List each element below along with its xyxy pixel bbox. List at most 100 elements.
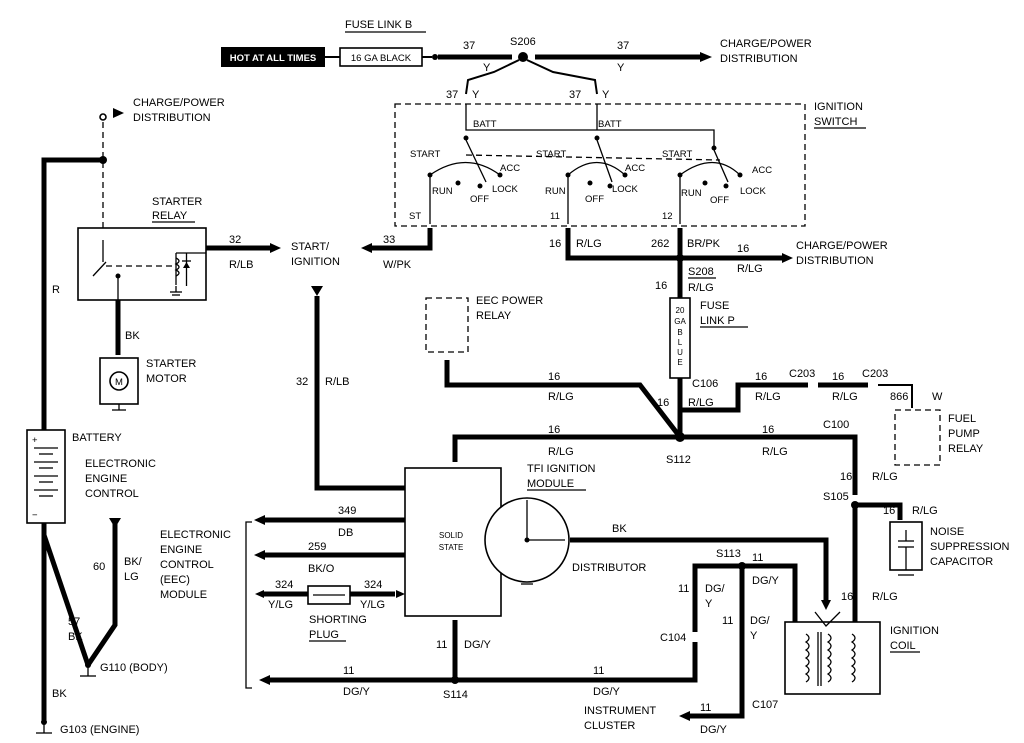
battery-label: BATTERY — [72, 432, 122, 444]
gauge-char: 20 — [676, 306, 685, 315]
wire-16-c100 — [680, 434, 858, 495]
wire-60-arrow — [109, 518, 121, 528]
ign-coil-label-2: COIL — [890, 640, 916, 652]
fuse-p-label-2: LINK P — [700, 315, 735, 327]
eec-side-label-3: CONTROL — [85, 488, 139, 500]
wire-label: 37 — [617, 40, 629, 52]
starter-relay — [77, 227, 207, 301]
distributor-center — [524, 537, 530, 543]
wire-label: 11 — [700, 702, 711, 714]
wire-label: 16 — [549, 238, 561, 250]
cluster-label-1: INSTRUMENT — [584, 705, 656, 717]
wire-32b-arrow — [311, 286, 323, 296]
wire-label: 16 — [883, 505, 895, 517]
wire-bk-coil-arrow — [821, 600, 831, 610]
s105-label: S105 — [823, 491, 849, 503]
wire-16-eec-relay — [444, 360, 682, 439]
wire-32-label: 32 — [229, 234, 241, 246]
gauge-char: U — [677, 348, 683, 357]
distributor-label: DISTRIBUTOR — [572, 562, 646, 574]
wire-label: Y/LG — [268, 599, 293, 611]
st-label: ST — [409, 211, 421, 222]
wire-bk-low-label: BK — [52, 688, 67, 700]
wire-label: 11 — [722, 615, 733, 627]
c203-label-1: C203 — [789, 368, 815, 380]
wire-rlb-label: R/LB — [229, 259, 253, 271]
wire-11-bottom-arrow — [259, 675, 270, 685]
solid-label-2: STATE — [439, 543, 464, 552]
eec-side-label-1: ELECTRONIC — [85, 458, 156, 470]
wire-label: 37 — [446, 89, 458, 101]
batt-label: BATT — [473, 119, 497, 130]
wire-label: Y — [602, 89, 610, 101]
cluster-label-2: CLUSTER — [584, 720, 635, 732]
run-label: RUN — [432, 186, 453, 197]
s114-splice — [451, 676, 459, 684]
wire-16-s112-eec — [452, 434, 680, 462]
s113-label: S113 — [716, 548, 741, 560]
wire-33-wpk — [372, 228, 433, 251]
motor-symbol — [109, 371, 129, 391]
eec-module-line2: ENGINE — [160, 544, 202, 556]
switch-link — [465, 154, 721, 161]
wire-label: 349 — [338, 505, 356, 517]
wire-label: 16 — [832, 371, 844, 383]
charge-mid-line2: DISTRIBUTION — [796, 255, 874, 267]
wire-label: BK/O — [308, 563, 335, 575]
starter-relay-internals — [92, 240, 206, 300]
coil-windings — [804, 611, 856, 686]
wire-32b-rlb — [314, 296, 405, 491]
noise-label-3: CAPACITOR — [930, 556, 993, 568]
wire-label: 16 — [548, 371, 560, 383]
gauge-char: B — [677, 328, 682, 337]
wire-324-right-arrow — [396, 590, 405, 598]
s114-label: S114 — [443, 689, 468, 701]
wire-wpk-label: W/PK — [383, 259, 412, 271]
wire-cluster-arrow — [679, 711, 690, 721]
wire-866-w — [878, 384, 913, 408]
wire-rlb2-label: R/LB — [325, 376, 349, 388]
s208-label: S208 — [688, 266, 714, 278]
ign-coil-label-1: IGNITION — [890, 625, 939, 637]
start-label: START — [662, 149, 692, 160]
wire-label: 262 — [651, 238, 669, 250]
acc-label: ACC — [752, 165, 772, 176]
left-charge-node — [99, 113, 107, 121]
c107-label: C107 — [752, 699, 778, 711]
wire-label: DG/ — [750, 615, 771, 627]
wire-label: DG/ — [705, 583, 726, 595]
wire-label: DG/Y — [700, 724, 728, 736]
g103-label: G103 (ENGINE) — [60, 724, 139, 736]
left-charge-line2: DISTRIBUTION — [133, 112, 211, 124]
starter-relay-label-1: STARTER — [152, 196, 202, 208]
wire-57-bk — [41, 534, 91, 666]
run-label: RUN — [681, 188, 702, 199]
wire-label: 11 — [593, 665, 604, 677]
gauge-char: E — [677, 358, 682, 367]
wire-259-arrow — [254, 550, 265, 560]
wire-label: BR/PK — [687, 238, 721, 250]
fuel-relay-label-2: PUMP — [948, 428, 980, 440]
wire-label: 37 — [569, 89, 581, 101]
fuel-relay-label-1: FUEL — [948, 413, 976, 425]
fuel-relay-label-3: RELAY — [948, 443, 984, 455]
noise-label-1: NOISE — [930, 526, 964, 538]
fuse-link-b-label: FUSE LINK B — [345, 19, 412, 31]
wire-32-arrow — [270, 243, 281, 253]
ignition-switch-label-line2: SWITCH — [814, 116, 857, 128]
tfi-label-1: TFI IGNITION — [527, 463, 595, 475]
eec-module-line3: CONTROL — [160, 559, 214, 571]
battery-plus: + — [32, 435, 38, 446]
noise-label-2: SUPPRESSION — [930, 541, 1010, 553]
wire-label: 16 — [841, 591, 853, 603]
s112-label: S112 — [666, 454, 691, 466]
charge-top-line1: CHARGE/POWER — [720, 38, 812, 50]
wire-57-label: 57 — [68, 616, 80, 628]
wire-label: 37 — [463, 40, 475, 52]
batt-label: BATT — [598, 119, 622, 130]
tfi-label-2: MODULE — [527, 478, 574, 490]
charge-mid-line1: CHARGE/POWER — [796, 240, 888, 252]
wire-32b-label: 32 — [296, 376, 308, 388]
off-label: OFF — [585, 194, 604, 205]
